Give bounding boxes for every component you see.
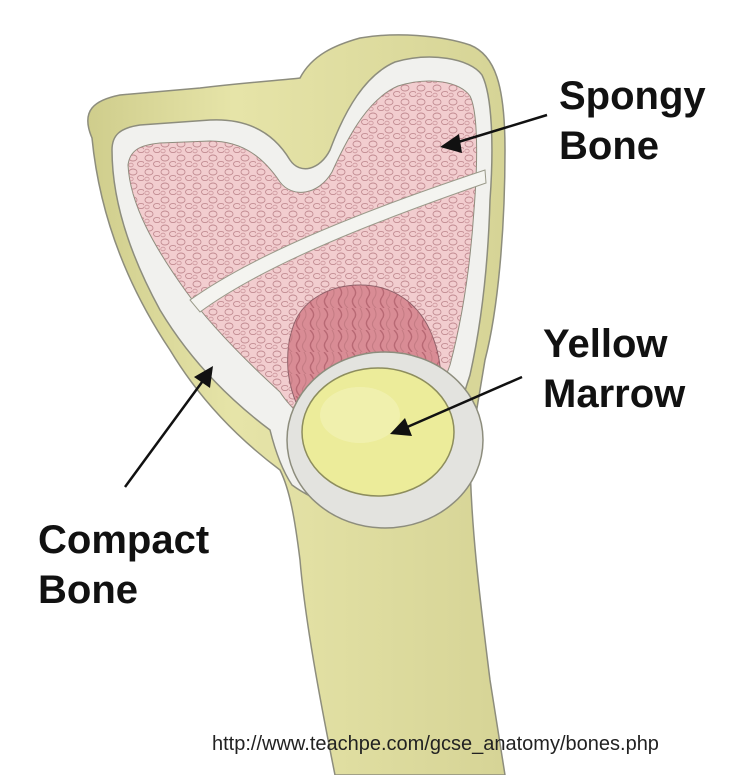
source-url: http://www.teachpe.com/gcse_anatomy/bone… (212, 733, 659, 755)
yellow-marrow-highlight (320, 387, 400, 443)
arrow-spongy (440, 113, 548, 153)
arrow-compact (123, 366, 213, 488)
label-yellow-marrow-line2: Marrow (543, 372, 686, 416)
label-spongy-bone-line1: Spongy (559, 74, 706, 118)
arrow-marrow (390, 375, 523, 436)
label-compact-bone-line2: Bone (38, 568, 138, 612)
label-yellow-marrow-line1: Yellow (543, 322, 668, 366)
label-yellow-marrow: Yellow Marrow (543, 319, 685, 419)
label-compact-bone: Compact Bone (38, 515, 209, 615)
label-spongy-bone-line2: Bone (559, 124, 659, 168)
label-spongy-bone: Spongy Bone (559, 71, 706, 171)
epiphyseal-line (189, 169, 487, 313)
label-compact-bone-line1: Compact (38, 518, 210, 562)
